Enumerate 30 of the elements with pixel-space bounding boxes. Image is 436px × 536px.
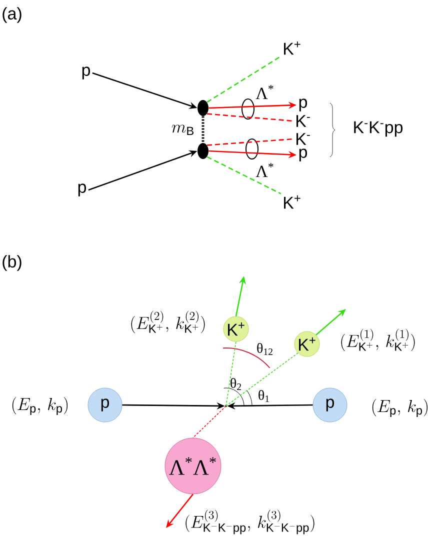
particle-label: p: [299, 148, 307, 162]
momentum-label: $(E_{\mathrm{p}},\, k_{\mathrm{p}})$: [372, 399, 428, 418]
line: [206, 138, 294, 146]
particle-label: K$^{-}$: [296, 115, 310, 127]
momentum-label: $(E^{(2)}_{\mathrm{K}^{+}},\, k^{(2)}_{\mathrm{K}^{+}})$: [131, 310, 205, 334]
line: [206, 113, 294, 122]
line: [192, 406, 226, 438]
particle-label: Λ$^{*}$: [256, 162, 274, 178]
line: [206, 56, 282, 103]
particle-label: K$^{-}$: [296, 133, 310, 145]
panel-label: (a): [2, 7, 22, 23]
particle-label: p: [82, 66, 90, 80]
particle-label: Λ$^{*}$: [256, 84, 274, 100]
line: [226, 352, 298, 406]
line: [202, 116, 204, 143]
momentum-label: $(E_{\mathrm{p}},\, k_{\mathrm{p}})$: [12, 397, 68, 415]
angle-label: θ$_{1}$: [258, 390, 269, 402]
particle-label: K$^{+}$: [284, 195, 300, 209]
line: [206, 156, 282, 194]
momentum-label: $(E^{(3)}_{\mathrm{K}^{-}\mathrm{K}^{-}\mathrm{pp}},\, k^{(3)}_{\mathrm{K}^{-}\mathrm{K}^{-}\mathrm{pp}})$: [186, 510, 314, 534]
line: [226, 341, 236, 406]
particle-label: K$^{+}$: [284, 41, 300, 55]
state-label: K$^{-}$K$^{-}$pp: [354, 121, 403, 137]
angle-label: θ$_{2}$: [230, 378, 241, 390]
particle-label: p: [299, 98, 307, 112]
momentum-label: $(E^{(1)}_{\mathrm{K}^{+}},\, k^{(1)}_{\mathrm{K}^{+}})$: [341, 328, 415, 352]
edge-label: $m_{\mathrm{B}}$: [172, 124, 194, 136]
angle-label: θ$_{12}$: [257, 343, 272, 355]
panel-label: (b): [2, 255, 22, 271]
particle-label: p: [78, 184, 86, 196]
